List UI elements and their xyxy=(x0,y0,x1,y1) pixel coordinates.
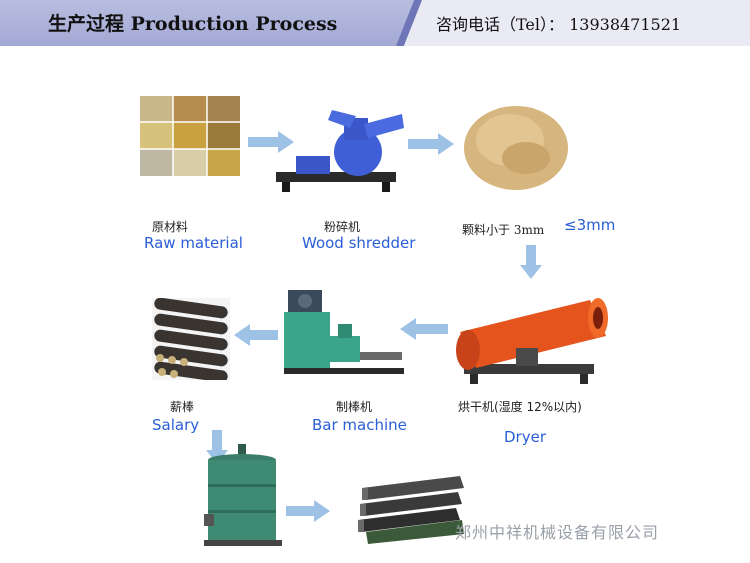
raw-material-label-en: Raw material xyxy=(144,234,243,252)
company-watermark: 郑州中祥机械设备有限公司 xyxy=(455,523,660,542)
charcoal-bars-image xyxy=(356,468,466,544)
wood-shredder-label-en: Wood shredder xyxy=(302,234,416,252)
wood-shredder-image xyxy=(272,108,404,194)
dryer-image xyxy=(450,294,610,386)
salary-label-cn: 薪棒 xyxy=(170,400,195,414)
particle-label-en: ≤3mm xyxy=(564,216,616,234)
particle-label-cn: 颗料小于 3mm xyxy=(462,223,545,237)
bar-machine-label-cn: 制棒机 xyxy=(336,400,373,414)
sawdust-image xyxy=(460,96,570,192)
bar-machine-label-en: Bar machine xyxy=(312,416,407,434)
arrow-left-icon xyxy=(234,324,278,346)
carbonization-furnace-image xyxy=(204,444,282,548)
arrow-right-icon xyxy=(408,133,454,155)
wood-shredder-label-cn: 粉碎机 xyxy=(324,220,361,234)
dryer-label-en: Dryer xyxy=(504,428,546,446)
contact-phone: 咨询电话（Tel）： 13938471521 xyxy=(436,15,682,34)
dryer-label-cn: 烘干机(湿度 12%以内) xyxy=(458,400,582,414)
page-title: 生产过程 Production Process xyxy=(48,13,338,35)
raw-material-label-cn: 原材料 xyxy=(152,220,189,234)
raw-material-image xyxy=(140,96,240,176)
arrow-right-icon xyxy=(286,500,330,522)
arrow-right-icon xyxy=(248,131,294,153)
briquette-rods-image xyxy=(152,297,230,383)
header-title-panel xyxy=(0,0,418,46)
salary-label-en: Salary xyxy=(152,416,200,434)
arrow-down-icon xyxy=(520,245,542,279)
header-banner: 生产过程 Production Process 咨询电话（Tel）： 13938… xyxy=(0,0,750,46)
bar-machine-image xyxy=(280,290,404,376)
arrow-left-icon xyxy=(400,318,448,340)
